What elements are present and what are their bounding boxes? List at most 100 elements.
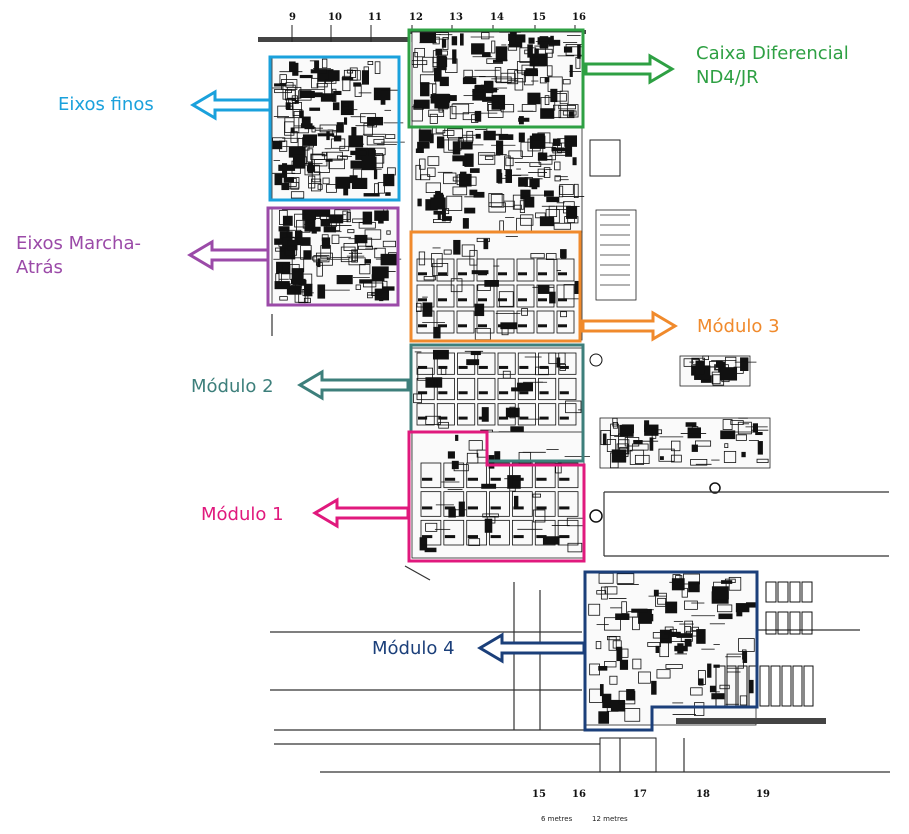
- machine-outline: [559, 90, 569, 105]
- machine-outline: [595, 641, 602, 650]
- module-cell: [416, 258, 435, 282]
- module-cell: [466, 519, 487, 546]
- machine-block: [464, 207, 476, 214]
- machine-outline: [468, 538, 481, 546]
- machine-outline: [298, 291, 306, 304]
- machine-block: [328, 70, 340, 82]
- machine-outline: [691, 626, 699, 631]
- machine-block: [441, 39, 447, 48]
- machine-outline: [347, 229, 355, 234]
- machine-block: [419, 32, 437, 43]
- machine-outline: [458, 136, 474, 142]
- machine-outline: [566, 104, 579, 118]
- annex-room: [589, 139, 621, 177]
- machine-outline: [463, 69, 473, 78]
- machine-block: [687, 427, 702, 439]
- module-cell: [477, 377, 496, 401]
- machine-block: [529, 178, 540, 188]
- machine-outline: [425, 182, 441, 193]
- machine-outline: [320, 213, 330, 221]
- module-cell-mark: [513, 506, 524, 510]
- machine-block: [472, 88, 486, 101]
- machine-block: [483, 80, 494, 94]
- module-cell: [436, 284, 455, 308]
- machine-block: [565, 141, 573, 157]
- machine-block: [333, 90, 342, 96]
- zone-outline-modulo4: [583, 570, 759, 732]
- module-cell: [536, 284, 555, 308]
- module-cell-mark: [478, 365, 488, 369]
- machine-block: [481, 483, 497, 489]
- machine-block: [361, 156, 377, 171]
- machine-block: [599, 684, 604, 697]
- machine-outline: [358, 245, 373, 250]
- column-number: 16: [572, 789, 586, 800]
- module-cell-mark: [539, 416, 549, 420]
- module-cell: [517, 352, 536, 375]
- machine-outline: [604, 617, 621, 631]
- machine-block: [374, 210, 389, 221]
- module-cell-mark: [458, 324, 467, 328]
- machine-outline: [443, 172, 457, 185]
- machine-block: [332, 102, 340, 111]
- module-cell: [556, 258, 575, 282]
- module-cell-mark: [519, 391, 529, 395]
- machine-block: [711, 586, 729, 600]
- machine-block: [566, 205, 578, 219]
- module-cell: [534, 491, 556, 517]
- machine-block: [297, 237, 311, 246]
- machine-block: [420, 82, 430, 97]
- plan-circle: [709, 482, 721, 494]
- machine-outline: [326, 184, 337, 193]
- machine-outline: [453, 464, 469, 472]
- machine-outline: [467, 176, 477, 186]
- machine-block: [549, 291, 556, 304]
- machine-block: [422, 302, 433, 317]
- machine-outline: [632, 658, 642, 670]
- machine-block: [520, 189, 531, 200]
- machine-block: [676, 633, 693, 638]
- machine-block: [288, 146, 306, 158]
- machine-block: [483, 238, 489, 250]
- machine-block: [721, 580, 733, 584]
- column-number: 14: [490, 12, 504, 23]
- machine-outline: [559, 184, 574, 195]
- machine-outline: [530, 253, 545, 259]
- road-line: [404, 565, 431, 581]
- machine-block: [286, 285, 302, 295]
- module-cell-mark: [458, 365, 468, 369]
- module-cell: [512, 462, 533, 489]
- label-line: Eixos finos: [58, 94, 154, 115]
- machine-outline: [292, 102, 302, 116]
- machine-outline: [446, 195, 463, 211]
- machine-outline: [451, 103, 470, 115]
- machine-block: [505, 169, 513, 183]
- machine-outline: [343, 242, 358, 251]
- machine-outline: [328, 158, 345, 170]
- machine-block: [473, 191, 485, 198]
- module-cell: [538, 403, 557, 426]
- machine-outline: [374, 247, 386, 259]
- machine-outline: [558, 110, 575, 119]
- machine-block: [436, 136, 445, 149]
- machine-block: [598, 711, 610, 724]
- module-cell: [457, 377, 476, 401]
- machine-block: [380, 253, 397, 266]
- machine-block: [720, 430, 736, 440]
- machine-outline: [320, 245, 332, 259]
- scale-label: 12 metres: [592, 815, 628, 823]
- machine-block: [364, 259, 371, 264]
- machine-block: [534, 48, 539, 64]
- module-cell: [558, 352, 577, 375]
- module-cell: [420, 491, 442, 517]
- machine-block: [469, 189, 478, 196]
- module-cell: [416, 310, 435, 334]
- machine-block: [323, 226, 337, 233]
- module-cell-mark: [444, 535, 456, 539]
- machine-block: [671, 578, 685, 591]
- machine-outline: [452, 176, 465, 182]
- machine-block: [505, 407, 520, 418]
- machine-block: [515, 34, 526, 43]
- machine-block: [281, 182, 290, 191]
